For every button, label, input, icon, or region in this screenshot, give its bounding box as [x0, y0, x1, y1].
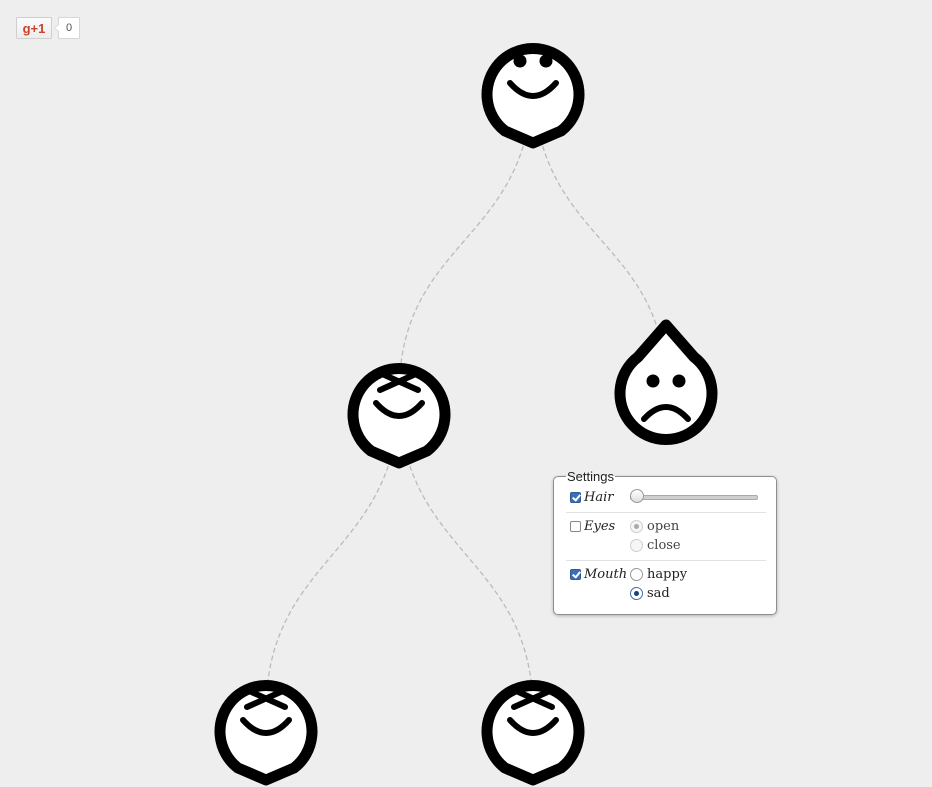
sad-mouth-icon: [641, 404, 691, 422]
mouth-checkbox[interactable]: [570, 569, 581, 580]
happy-mouth-icon: [507, 80, 559, 99]
hair-setting-row: Hair: [566, 484, 766, 512]
eye-icon: [513, 54, 527, 68]
eyes-options: open close: [630, 519, 681, 553]
settings-legend: Settings: [567, 469, 614, 484]
pin-body: [614, 319, 718, 445]
eyes-open-radio[interactable]: [630, 520, 643, 533]
eyes-open-label: open: [647, 519, 680, 534]
closed-eyes-x-icon: [244, 687, 288, 710]
eyes-close-label: close: [647, 538, 681, 553]
mouth-setting-row: Mouth happy sad: [566, 560, 766, 608]
eyes-close-radio[interactable]: [630, 539, 643, 552]
closed-eyes-x-icon: [377, 370, 421, 393]
mouth-happy-radio[interactable]: [630, 568, 643, 581]
face-node-left-right-grandchild[interactable]: [481, 680, 585, 786]
tree-links: [265, 74, 667, 713]
eye-icon: [646, 374, 660, 388]
happy-mouth-icon: [240, 717, 292, 736]
eyes-checkbox[interactable]: [570, 521, 581, 532]
eyes-setting-row: Eyes open close: [566, 512, 766, 560]
face-node-right-child[interactable]: [614, 319, 718, 445]
mouth-happy-label: happy: [647, 567, 688, 582]
happy-mouth-icon: [507, 717, 559, 736]
face-node-root[interactable]: [481, 43, 585, 149]
eye-icon: [672, 374, 686, 388]
mouth-sad-label: sad: [647, 586, 670, 601]
eyes-option-open[interactable]: open: [630, 519, 681, 534]
mouth-option-sad[interactable]: sad: [630, 586, 687, 601]
hair-checkbox[interactable]: [570, 492, 581, 503]
hair-slider-thumb[interactable]: [630, 489, 644, 503]
hair-label: Hair: [584, 490, 614, 505]
hair-toggle[interactable]: Hair: [570, 490, 630, 505]
google-plus-one-button[interactable]: g+1: [16, 17, 52, 39]
hair-slider[interactable]: [630, 489, 758, 503]
eyes-label: Eyes: [584, 519, 616, 534]
happy-mouth-icon: [373, 400, 425, 419]
mouth-toggle[interactable]: Mouth: [570, 567, 630, 582]
mouth-option-happy[interactable]: happy: [630, 567, 687, 582]
settings-panel: Settings Hair Eyes open close: [553, 469, 777, 615]
eye-icon: [539, 54, 553, 68]
mouth-sad-radio[interactable]: [630, 587, 643, 600]
closed-eyes-x-icon: [511, 687, 555, 710]
mouth-label: Mouth: [584, 567, 628, 582]
google-plus-widget: g+1 0: [16, 16, 80, 40]
eyes-option-close[interactable]: close: [630, 538, 681, 553]
face-node-left-child[interactable]: [347, 363, 451, 469]
eyes-toggle[interactable]: Eyes: [570, 519, 630, 534]
face-node-left-left-grandchild[interactable]: [214, 680, 318, 786]
google-plus-count: 0: [54, 17, 80, 39]
mouth-options: happy sad: [630, 567, 687, 601]
hair-slider-track[interactable]: [630, 495, 758, 500]
